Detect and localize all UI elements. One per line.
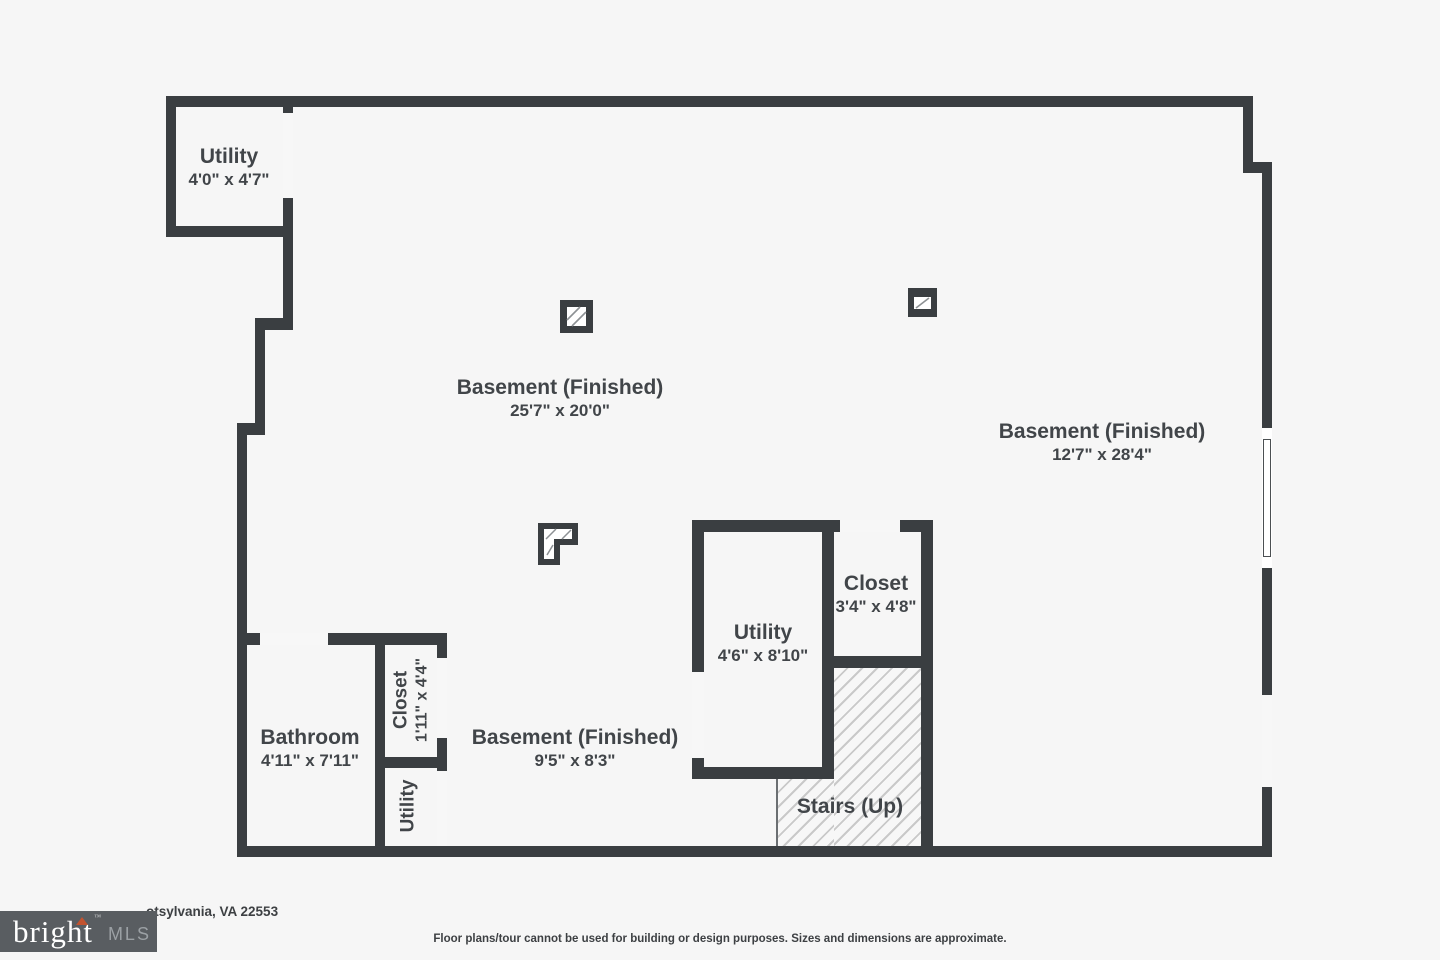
window-pane (1263, 439, 1271, 557)
wall-segment (437, 633, 447, 857)
room-dimensions: 1'11" x 4'4" (413, 657, 431, 743)
roof-triangle-icon (76, 917, 88, 925)
room-name: Bathroom (260, 725, 360, 749)
room-label-utility-middle: Utility 4'6" x 8'10" (718, 620, 808, 666)
door-opening (260, 633, 328, 645)
room-label-stairs: Stairs (Up) (797, 794, 903, 820)
room-label-basement-small: Basement (Finished) 9'5" x 8'3" (472, 725, 679, 771)
column-pillar-icon (908, 288, 937, 317)
wall-segment (921, 520, 933, 857)
room-dimensions: 4'0" x 4'7" (188, 169, 270, 189)
wall-segment (1243, 96, 1253, 172)
room-dimensions: 4'11" x 7'11" (261, 750, 359, 770)
wall-segment (375, 633, 385, 857)
logo-mls-text: MLS (107, 924, 151, 944)
room-name: Utility (397, 779, 419, 833)
room-label-utility-topleft: Utility 4'0" x 4'7" (189, 144, 270, 190)
address-text: otsylvania, VA 22553 (146, 904, 279, 919)
room-label-closet-small: Closet 1'11" x 4'4" (390, 658, 433, 742)
room-dimensions: 25'7" x 20'0" (510, 400, 610, 420)
wall-segment (166, 226, 293, 237)
wall-segment (283, 96, 293, 330)
room-name: Closet (390, 670, 412, 730)
wall-segment (255, 318, 265, 435)
window (1262, 428, 1272, 568)
wall-segment (237, 846, 1272, 857)
room-name: Basement (Finished) (471, 725, 679, 749)
stairs-area (778, 779, 834, 846)
room-label-closet-middle: Closet 3'4" x 4'8" (836, 571, 917, 617)
wall-segment (822, 656, 933, 668)
bright-mls-logo: bright™ MLS (0, 911, 157, 952)
room-label-basement-main: Basement (Finished) 25'7" x 20'0" (457, 375, 664, 421)
stairs-area (834, 668, 921, 846)
room-label-utility-small: Utility (396, 780, 419, 833)
room-name: Closet (843, 571, 909, 595)
stairs-edge-line (776, 779, 778, 846)
wall-segment (375, 757, 447, 768)
door-opening (283, 113, 293, 198)
wall-segment (1243, 162, 1272, 173)
wall-segment (692, 767, 837, 779)
room-name: Stairs (Up) (796, 795, 904, 819)
room-name: Basement (Finished) (456, 375, 664, 399)
wall-segment (166, 96, 176, 236)
door-opening (840, 520, 900, 532)
door-opening (1262, 695, 1272, 787)
room-name: Basement (Finished) (998, 419, 1206, 443)
wall-segment (166, 96, 1253, 107)
room-dimensions: 9'5" x 8'3" (534, 750, 616, 770)
room-label-basement-right: Basement (Finished) 12'7" x 28'4" (999, 419, 1206, 465)
room-name: Utility (733, 620, 793, 644)
room-name: Utility (199, 144, 259, 168)
door-opening (437, 658, 447, 738)
room-label-bathroom: Bathroom 4'11" x 7'11" (260, 725, 359, 771)
column-pillar-l-icon (538, 523, 578, 565)
door-opening (692, 672, 704, 758)
room-dimensions: 3'4" x 4'8" (835, 596, 917, 616)
room-dimensions: 12'7" x 28'4" (1052, 444, 1152, 464)
disclaimer-text: Floor plans/tour cannot be used for buil… (433, 933, 1007, 945)
column-pillar-icon (560, 300, 593, 333)
room-dimensions: 4'6" x 8'10" (717, 645, 809, 665)
trademark-symbol: ™ (94, 913, 102, 921)
door-opening (437, 771, 447, 846)
wall-segment (822, 520, 834, 779)
